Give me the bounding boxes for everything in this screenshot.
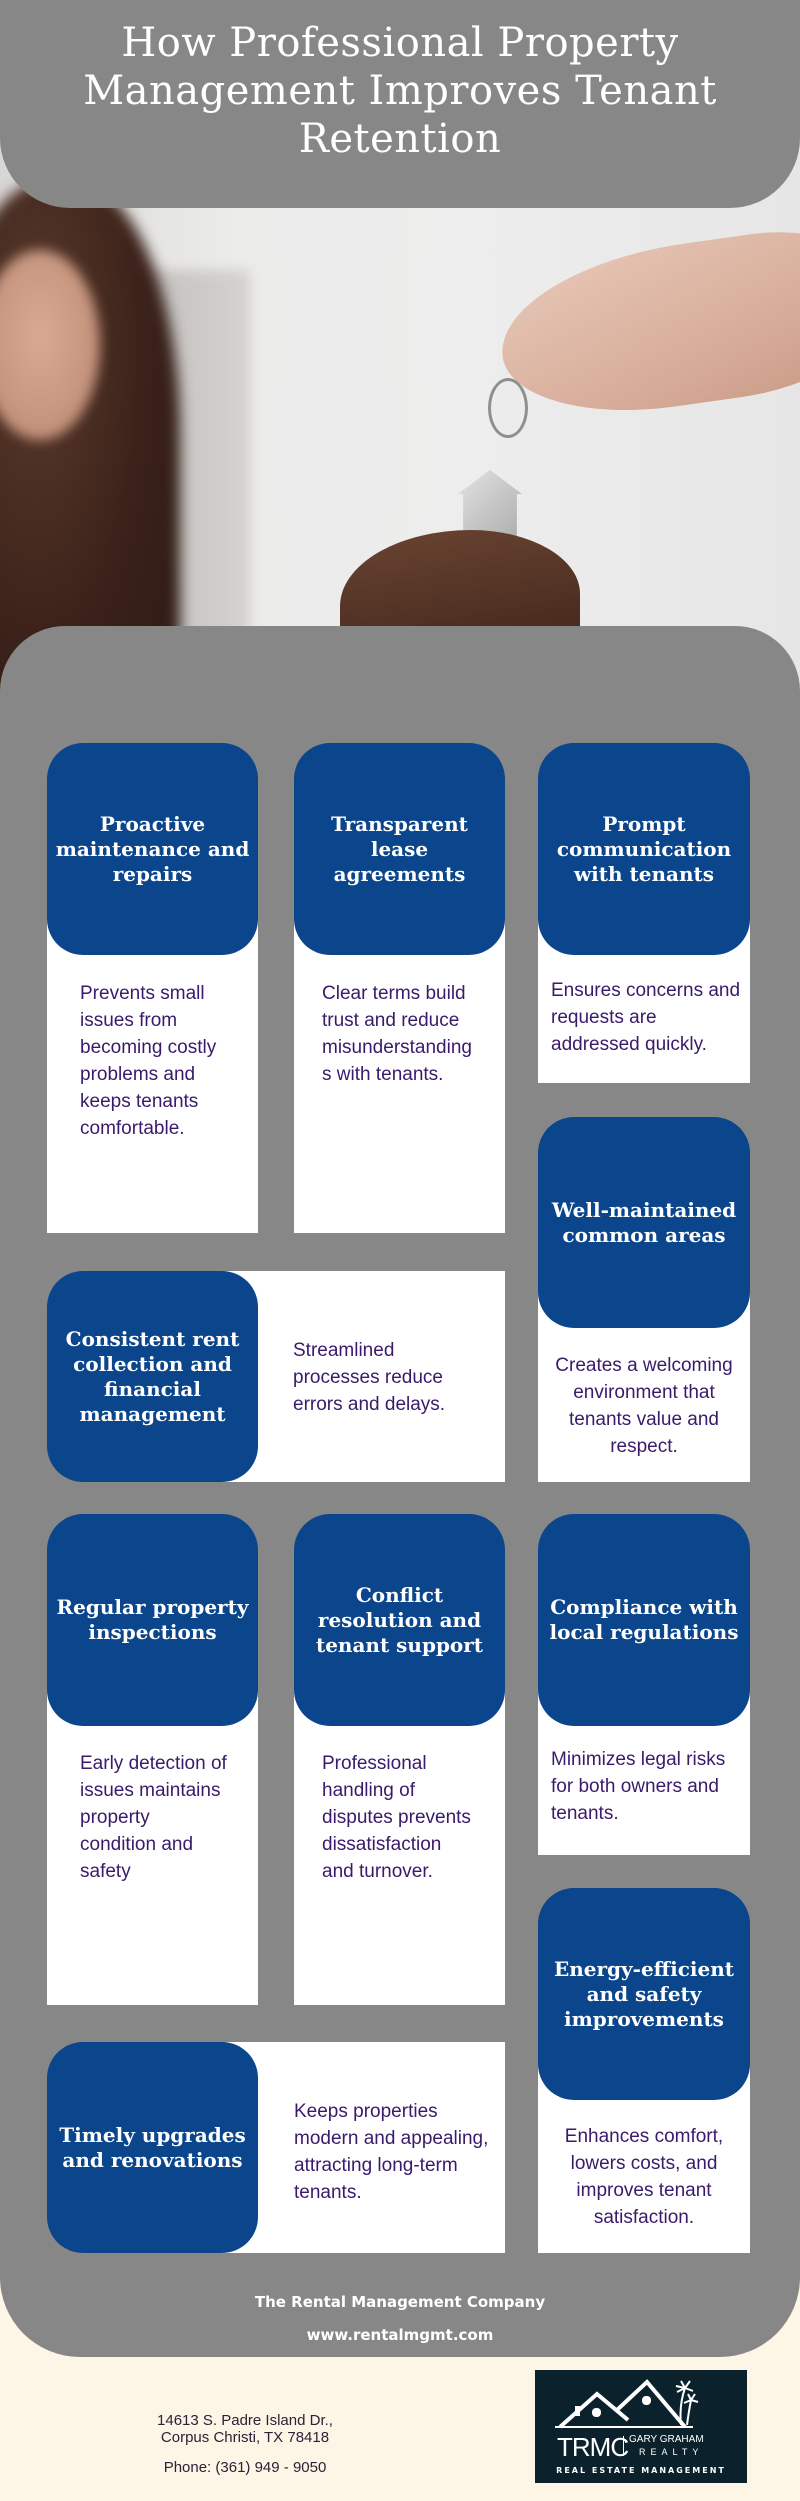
- card-title: Prompt communication with tenants: [556, 811, 732, 886]
- card-3-header: Prompt communication with tenants: [538, 743, 750, 955]
- footer-company-name: The Rental Management Company: [254, 2293, 546, 2311]
- card-6-header: Regular property inspections: [47, 1514, 258, 1726]
- logo-tagline: REAL ESTATE MANAGEMENT: [556, 2466, 726, 2475]
- card-title: Conflict resolution and tenant support: [315, 1582, 484, 1657]
- logo-realty-text: REALTY: [639, 2447, 704, 2457]
- address-line-1: 14613 S. Padre Island Dr.,: [157, 2412, 333, 2429]
- card-description: Ensures concerns and requests are addres…: [551, 980, 741, 1055]
- card-title: Energy-efficient and safety improvements: [554, 1956, 734, 2031]
- card-title: Consistent rent collection and financial…: [65, 1326, 240, 1426]
- card-description: Early detection of issues maintains prop…: [80, 1753, 227, 1882]
- card-description: Prevents small issues from becoming cost…: [80, 983, 217, 1139]
- card-9-header: Energy-efficient and safety improvements: [538, 1888, 750, 2100]
- logo-divider: [623, 2436, 624, 2456]
- footer-phone: Phone: (361) 949 - 9050: [163, 2459, 327, 2476]
- logo-trmc-text: TRMC: [557, 2432, 629, 2462]
- card-1-header: Proactive maintenance and repairs: [47, 743, 258, 955]
- card-2-body: [294, 900, 505, 1233]
- card-description: Professional handling of disputes preven…: [322, 1753, 471, 1882]
- card-title: Compliance with local regulations: [549, 1595, 739, 1644]
- card-description: Streamlined processes reduce errors and …: [293, 1340, 446, 1415]
- footer-address: 14613 S. Padre Island Dr., Corpus Christ…: [100, 2412, 390, 2446]
- page-title: How Professional Property Management Imp…: [83, 20, 717, 162]
- photo-keyring: [488, 378, 528, 438]
- card-title: Regular property inspections: [56, 1595, 249, 1644]
- card-title: Well-maintained common areas: [551, 1197, 737, 1247]
- address-line-2: Corpus Christi, TX 78418: [160, 2429, 330, 2446]
- card-7-header: Conflict resolution and tenant support: [294, 1514, 505, 1726]
- header-banner: How Professional Property Management Imp…: [0, 0, 800, 208]
- card-5-header: Consistent rent collection and financial…: [47, 1271, 258, 1482]
- card-description: Creates a welcoming environment that ten…: [555, 1355, 733, 1457]
- card-description: Enhances comfort, lowers costs, and impr…: [564, 2126, 724, 2228]
- card-title: Timely upgrades and renovations: [59, 2122, 246, 2172]
- card-8-header: Compliance with local regulations: [538, 1514, 750, 1726]
- card-title: Proactive maintenance and repairs: [55, 811, 250, 886]
- card-10-header: Timely upgrades and renovations: [47, 2042, 258, 2253]
- card-2-header: Transparent lease agreements: [294, 743, 505, 955]
- card-1-body: [47, 900, 258, 1233]
- company-logo: TRMC GARY GRAHAM REALTY REAL ESTATE MANA…: [535, 2370, 747, 2483]
- photo-giving-hand: [490, 220, 800, 430]
- card-description: Minimizes legal risks for both owners an…: [551, 1749, 726, 1824]
- card-description: Clear terms build trust and reduce misun…: [322, 983, 472, 1085]
- card-4-header: Well-maintained common areas: [538, 1117, 750, 1328]
- card-description: Keeps properties modern and appealing, a…: [294, 2101, 489, 2203]
- house-palm-logo-icon: [555, 2379, 699, 2429]
- photo-woman-face: [0, 250, 100, 440]
- footer-website-link[interactable]: www.rentalmgmt.com: [306, 2326, 494, 2344]
- logo-gary-graham-text: GARY GRAHAM: [629, 2434, 704, 2445]
- card-title: Transparent lease agreements: [331, 811, 468, 886]
